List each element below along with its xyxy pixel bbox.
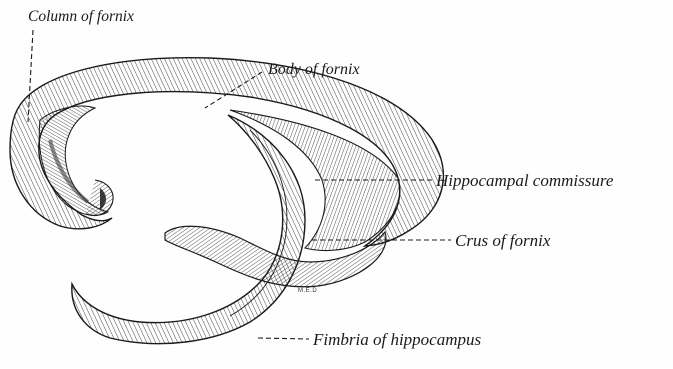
leader-fimbria [258, 338, 309, 339]
label-column-of-fornix: Column of fornix [28, 9, 134, 25]
artist-signature: M.E.D [298, 288, 317, 294]
label-hippocampal-commissure: Hippocampal commissure [436, 172, 613, 189]
label-crus-of-fornix: Crus of fornix [455, 232, 550, 249]
label-body-of-fornix: Body of fornix [268, 62, 360, 78]
label-fimbria-of-hippocampus: Fimbria of hippocampus [313, 331, 481, 348]
